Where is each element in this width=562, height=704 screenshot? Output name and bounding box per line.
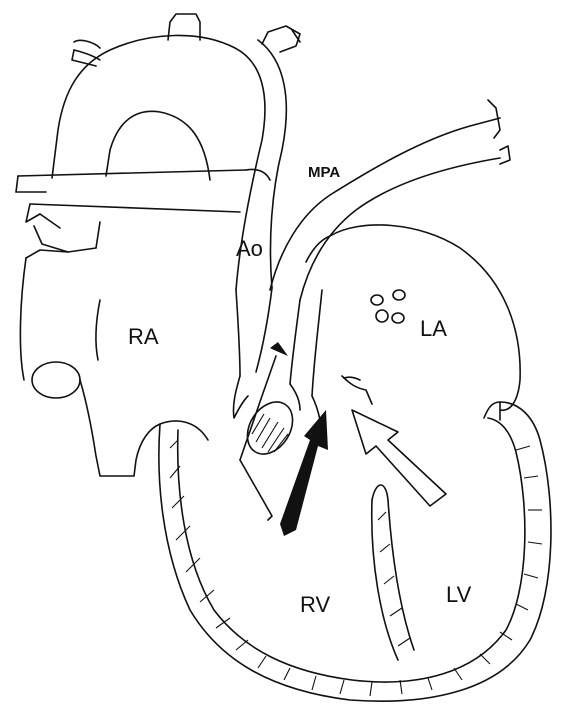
valve-leaflets — [233, 376, 500, 420]
label-la: LA — [420, 316, 447, 341]
bold-black-arrow — [280, 410, 328, 536]
great-vessels-left — [16, 170, 246, 258]
label-mpa: MPA — [308, 164, 340, 181]
label-ao: Ao — [236, 236, 263, 261]
open-white-arrow — [352, 410, 446, 506]
ventricle-wall — [159, 402, 551, 701]
label-lv: LV — [446, 582, 472, 607]
infundibular-stenosis — [238, 394, 302, 463]
label-ra: RA — [128, 324, 159, 349]
flow-arrows — [240, 342, 446, 536]
right-atrium — [20, 258, 208, 476]
label-rv: RV — [300, 592, 330, 617]
